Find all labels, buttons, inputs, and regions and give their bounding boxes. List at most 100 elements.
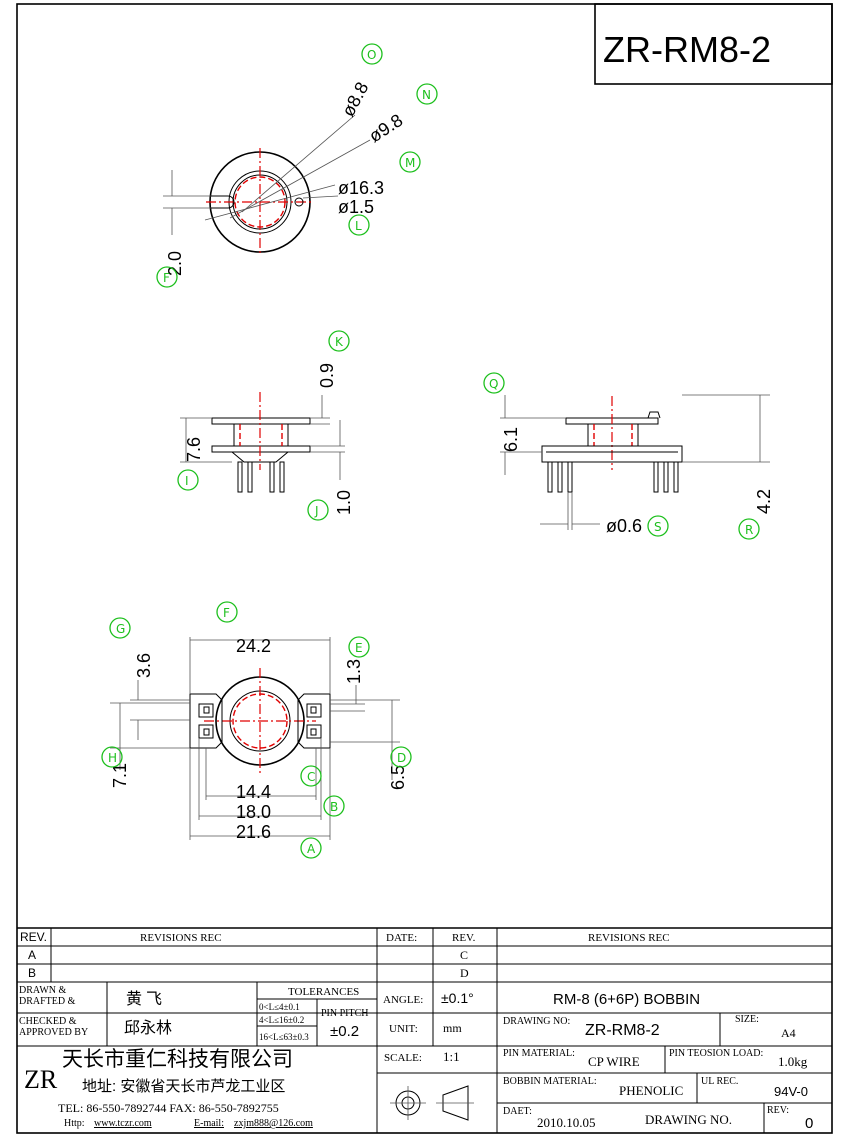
company-address: 地址: 安徽省天长市芦龙工业区 (82, 1078, 285, 1095)
dim-left-top: 0.9 (317, 363, 337, 388)
email-label: E-mail: (194, 1118, 224, 1129)
dim-inner-diameter: ø8.8 (338, 79, 373, 120)
bobbin-material-value: PHENOLIC (619, 1083, 683, 1098)
ul-label: UL REC. (701, 1076, 738, 1087)
rev-row-b: B (28, 966, 36, 980)
angle-value: ±0.1° (441, 990, 474, 1006)
dim-bottom-w1: 14.4 (236, 782, 271, 802)
dim-bottom-right-2: 6.5 (388, 765, 408, 790)
bobbin-material-label: BOBBIN MATERIAL: (503, 1076, 597, 1087)
marker-i: I (185, 474, 189, 488)
marker-s: S (654, 520, 662, 534)
dim-right-height: 6.1 (501, 427, 521, 452)
marker-f: F (223, 606, 230, 620)
rev2-row-c: C (460, 948, 468, 962)
bottom-view: 24.2 3.6 1.3 7.1 6.5 14.4 18.0 21.6 G F … (101, 601, 412, 859)
marker-c: C (307, 770, 315, 784)
part-description: RM-8 (6+6P) BOBBIN (553, 991, 700, 1008)
date-value: 2010.10.05 (537, 1115, 596, 1130)
company-phone: TEL: 86-550-7892744 FAX: 86-550-7892755 (58, 1101, 279, 1115)
marker-o: O (367, 48, 376, 62)
dim-hole-diameter: ø1.5 (338, 197, 374, 217)
drawn-name: 黄 飞 (126, 990, 162, 1008)
checked-name: 邱永林 (124, 1019, 172, 1037)
size-value: A4 (781, 1026, 796, 1040)
dim-bottom-right-1: 1.3 (344, 659, 364, 684)
marker-d: D (397, 751, 406, 765)
drawing-label: DRAWING NO. (645, 1112, 732, 1127)
part-number-title: ZR-RM8-2 (603, 29, 771, 70)
drawing-no-value: ZR-RM8-2 (585, 1022, 660, 1039)
drawn-label-2: DRAFTED & (19, 996, 76, 1007)
rev-label: REV: (767, 1105, 789, 1116)
marker-f-top: F (163, 271, 170, 285)
marker-l: L (355, 219, 362, 233)
scale-label: SCALE: (384, 1052, 422, 1064)
drawn-label-1: DRAWN & (19, 985, 66, 996)
dim-bottom-w3: 21.6 (236, 822, 271, 842)
dim-bottom-left-2: 7.1 (110, 763, 130, 788)
marker-e: E (355, 641, 363, 655)
side-view-left: 0.9 7.6 1.0 K I J (177, 330, 354, 521)
marker-k: K (335, 335, 344, 349)
marker-j: J (314, 504, 319, 518)
ul-value: 94V-0 (774, 1084, 808, 1099)
pin-material-value: CP WIRE (588, 1054, 640, 1069)
rev-value: 0 (805, 1115, 813, 1132)
company-website[interactable]: www.tczr.com (94, 1118, 152, 1129)
part-number-box (594, 3, 833, 85)
pin-load-value: 1.0kg (778, 1054, 808, 1069)
dim-bottom-w2: 18.0 (236, 802, 271, 822)
unit-value: mm (443, 1021, 462, 1035)
date-label: DAET: (503, 1106, 532, 1117)
projection-symbol (390, 1085, 474, 1121)
size-label: SIZE: (735, 1014, 759, 1025)
marker-a: A (307, 842, 316, 856)
rev2-row-d: D (460, 966, 469, 980)
revisions-rec2-header: REVISIONS REC (588, 932, 670, 944)
dim-right-pin-length: 4.2 (754, 489, 774, 514)
unit-label: UNIT: (389, 1023, 418, 1035)
marker-h: H (108, 751, 117, 765)
marker-m: M (405, 156, 415, 170)
marker-b: B (330, 800, 338, 814)
rev-row-a: A (28, 948, 36, 962)
checked-label-1: CHECKED & (19, 1016, 77, 1027)
dim-bottom-left-1: 3.6 (134, 653, 154, 678)
company-name: 天长市重仁科技有限公司 (62, 1048, 293, 1071)
title-block: DRAWN & DRAFTED & 黄 飞 CHECKED & APPROVED… (17, 982, 832, 1133)
date-header: DATE: (386, 932, 417, 944)
side-view-right: 6.1 4.2 ø0.6 Q S R (483, 372, 774, 540)
pin-pitch-label: PIN PITCH (321, 1008, 369, 1019)
tolerance-3: 16<L≤63±0.3 (259, 1032, 309, 1042)
dim-pin-diameter: ø0.6 (606, 516, 642, 536)
checked-label-2: APPROVED BY (19, 1027, 88, 1038)
dim-bottom-width-top: 24.2 (236, 636, 271, 656)
tolerance-2: 4<L≤16±0.2 (259, 1015, 304, 1025)
marker-g: G (116, 622, 125, 636)
pin-load-label: PIN TEOSION LOAD: (669, 1048, 763, 1059)
dim-left-bottom: 1.0 (334, 490, 354, 515)
tolerance-1: 0<L≤4±0.1 (259, 1002, 300, 1012)
company-email[interactable]: zxjm888@126.com (234, 1118, 313, 1129)
marker-n: N (422, 88, 431, 102)
company-logo: ZR (24, 1065, 58, 1094)
dim-left-height: 7.6 (184, 437, 204, 462)
dim-slot-width: 2.0 (165, 251, 185, 276)
http-label: Http: (64, 1118, 85, 1129)
scale-value: 1:1 (443, 1049, 460, 1064)
revisions-table: REV. REVISIONS REC DATE: REV. REVISIONS … (17, 927, 832, 1133)
pin-pitch-value: ±0.2 (330, 1023, 359, 1040)
revisions-rec-header: REVISIONS REC (140, 932, 222, 944)
pin-material-label: PIN MATERIAL: (503, 1048, 575, 1059)
rev2-header: REV. (452, 932, 476, 944)
tolerances-label: TOLERANCES (288, 986, 359, 998)
dim-mid-diameter: ø9.8 (365, 110, 406, 146)
marker-r: R (745, 523, 753, 537)
drawing-no-label: DRAWING NO: (503, 1016, 570, 1027)
dim-outer-diameter: ø16.3 (338, 178, 384, 198)
marker-q: Q (489, 377, 498, 391)
top-view: ø8.8 ø9.8 ø16.3 ø1.5 2.0 O N M L F (156, 43, 438, 288)
